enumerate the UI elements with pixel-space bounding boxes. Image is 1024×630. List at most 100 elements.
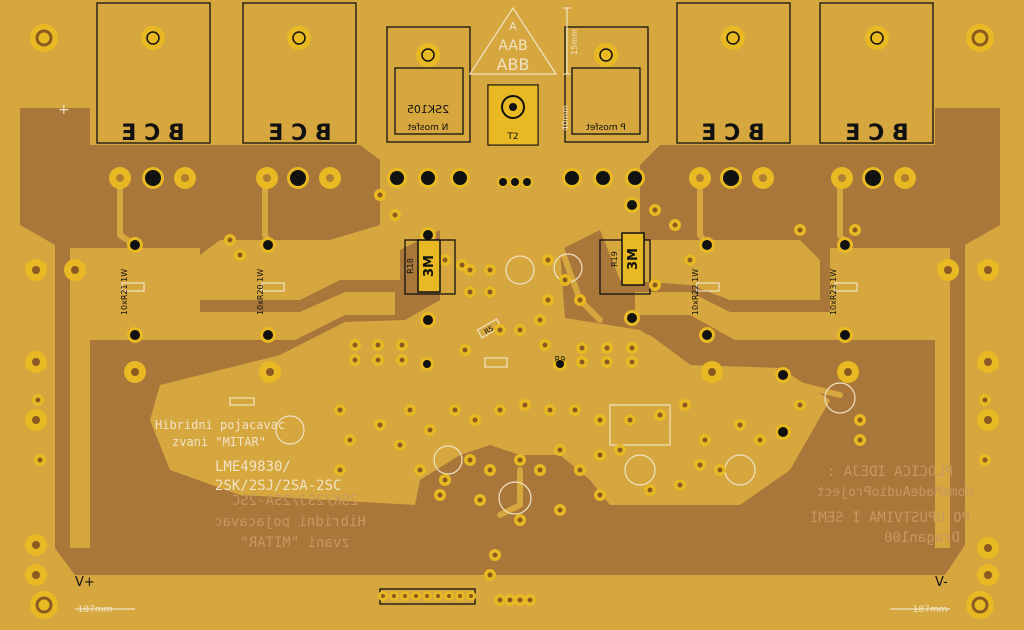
pins-q3: B C E xyxy=(701,121,764,146)
mosfet-n-part: 2SK105 xyxy=(407,103,449,116)
via-hole xyxy=(227,237,233,243)
connector-pin-hole xyxy=(458,594,462,598)
power-pad-hole xyxy=(984,544,992,552)
diode-body xyxy=(229,397,255,406)
transistor-pin-hole xyxy=(326,174,334,182)
transistor-pin-hole xyxy=(865,170,881,186)
via-hole xyxy=(572,407,578,413)
via-hole xyxy=(717,467,723,473)
resistor-3m-pin-hole xyxy=(627,200,637,210)
transistor-mount-pad xyxy=(594,43,618,67)
r20-label: 10xR20 1W xyxy=(256,269,265,315)
via-hole xyxy=(375,357,381,363)
via-hole xyxy=(672,222,678,228)
transistor-pin-hole xyxy=(901,174,909,182)
via-hole xyxy=(397,442,403,448)
transistor-mount-pad xyxy=(141,26,165,50)
pads xyxy=(25,24,999,619)
via-hole xyxy=(477,497,483,503)
via-hole xyxy=(467,289,473,295)
via-hole xyxy=(537,467,543,473)
resistor-center-pin-hole xyxy=(556,360,564,368)
via-hole xyxy=(237,252,243,258)
outline-mosfet-n-inner xyxy=(394,67,464,135)
transistor-pin-hole xyxy=(263,174,271,182)
via-hole xyxy=(852,227,858,233)
transistor-mount-pad xyxy=(416,43,440,67)
transistor-pin-hole xyxy=(838,174,846,182)
power-pad-hole xyxy=(984,571,992,579)
cap-outline-2 xyxy=(433,445,463,475)
power-resistor-pin-hole xyxy=(263,330,273,340)
right-line3: PO UPUSTVIMA I SEMI xyxy=(810,510,970,526)
resistor-3m-pin-hole xyxy=(423,315,433,325)
via-hole xyxy=(737,422,743,428)
via-hole xyxy=(597,452,603,458)
mosfet-pin-hole xyxy=(565,171,579,185)
connector-pin-hole xyxy=(403,594,407,598)
r18-value: 3M xyxy=(422,255,437,277)
r22-body xyxy=(696,282,720,292)
via-hole xyxy=(545,257,551,263)
via-hole xyxy=(352,357,358,363)
via-hole xyxy=(597,417,603,423)
via-hole xyxy=(797,402,803,408)
via-hole xyxy=(604,359,610,365)
power-pad-hole xyxy=(984,358,992,366)
transistor-mount-hole xyxy=(599,48,613,62)
via-hole xyxy=(492,552,498,558)
cap-outline-1 xyxy=(275,415,305,445)
dimension-labels: 187mm 187mm xyxy=(78,605,948,615)
transistor-pin-hole xyxy=(696,174,704,182)
via-hole xyxy=(545,297,551,303)
r19-value: 3M xyxy=(626,248,641,270)
ic-line1: LME49830/ xyxy=(215,459,291,475)
ic-line2: 2SK/2SJ/2SA-2SC xyxy=(215,478,341,494)
right-line2: HomeMadeAudioProject xyxy=(817,485,974,500)
mirror-line1: 2SK/2SJ/2SA-2SC xyxy=(232,493,358,509)
via-hole xyxy=(37,457,43,463)
via-hole xyxy=(459,262,465,268)
via-hole xyxy=(467,267,473,273)
connector-pin-hole xyxy=(469,594,473,598)
logo-letter-a: A xyxy=(509,20,517,33)
mosfet-n-label: N mosfet xyxy=(407,123,448,133)
connector-pin-hole xyxy=(414,594,418,598)
ic-outline xyxy=(609,404,671,446)
connector-pin-hole xyxy=(392,594,396,598)
mounting-hole xyxy=(35,596,53,614)
dim-vertical: 15mm xyxy=(570,29,579,55)
via-hole xyxy=(652,282,658,288)
transistor-mount-hole xyxy=(421,48,435,62)
via-hole xyxy=(557,447,563,453)
plus-sign: + xyxy=(58,102,70,118)
via-hole xyxy=(677,482,683,488)
mirror-line2: Hibridni pojacavac xyxy=(214,514,366,530)
cap-outline-8 xyxy=(498,481,532,515)
connector-pin-hole xyxy=(381,594,385,598)
via-hole xyxy=(697,462,703,468)
logo-letters-abb: ABB xyxy=(497,55,530,74)
regulator-label: T2 xyxy=(506,132,518,142)
silkscreen-light xyxy=(75,6,950,610)
via-hole xyxy=(542,342,548,348)
power-pad-hole xyxy=(32,266,40,274)
via-hole xyxy=(427,427,433,433)
regulator-pin-hole xyxy=(499,178,507,186)
transistor-mount-hole xyxy=(292,31,306,45)
via-hole xyxy=(467,457,473,463)
via-hole xyxy=(507,597,513,603)
transistor-pin-hole xyxy=(723,170,739,186)
pins-q2: B C E xyxy=(268,121,331,146)
mosfet-pin-hole xyxy=(596,171,610,185)
mosfet-pin-hole xyxy=(390,171,404,185)
transistor-mount-hole xyxy=(870,31,884,45)
via-hole xyxy=(657,412,663,418)
transistor-pin-hole xyxy=(759,174,767,182)
via-hole xyxy=(517,457,523,463)
via-hole xyxy=(352,342,358,348)
via-hole xyxy=(857,437,863,443)
via-hole xyxy=(399,357,405,363)
r-body-upper xyxy=(476,318,502,339)
via-hole xyxy=(497,407,503,413)
